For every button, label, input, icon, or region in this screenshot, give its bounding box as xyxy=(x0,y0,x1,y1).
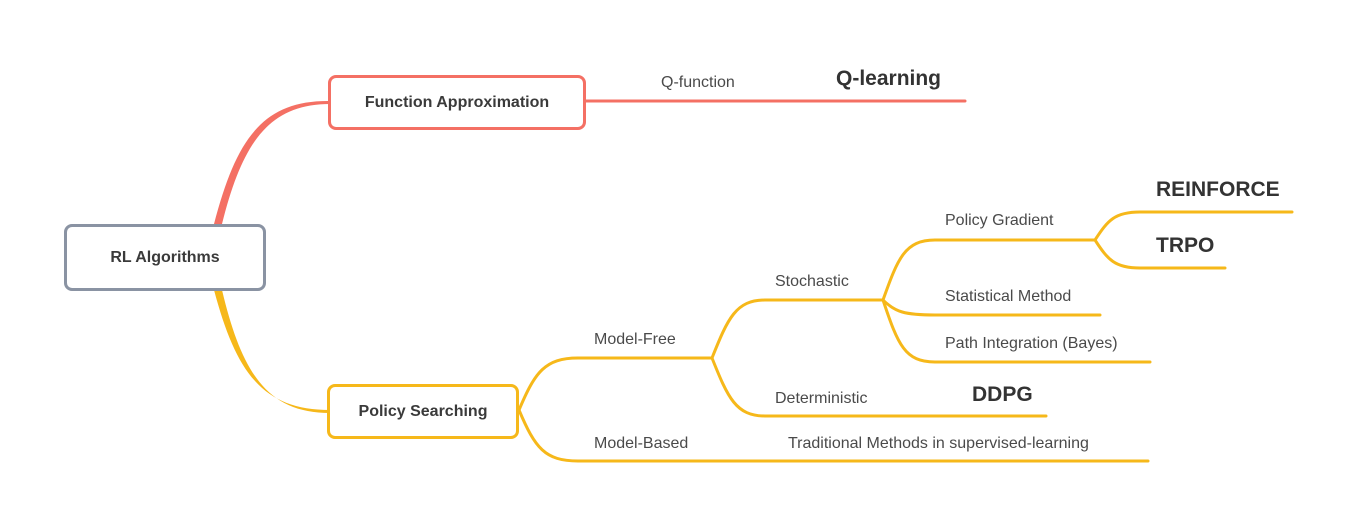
model-based-label[interactable]: Model-Based xyxy=(594,435,689,452)
policy-searching-node[interactable]: Policy Searching xyxy=(327,384,519,439)
connector-policy-gradient xyxy=(881,238,1097,302)
policy-searching-label: Policy Searching xyxy=(358,402,488,420)
root-node-label: RL Algorithms xyxy=(110,248,220,266)
q-learning-leaf[interactable]: Q-learning xyxy=(836,67,942,90)
trpo-leaf[interactable]: TRPO xyxy=(1156,234,1215,257)
connector-reinforce xyxy=(1093,210,1294,242)
model-free-label[interactable]: Model-Free xyxy=(594,331,676,348)
deterministic-label[interactable]: Deterministic xyxy=(775,390,868,407)
function-approximation-label: Function Approximation xyxy=(364,93,550,111)
q-function-label[interactable]: Q-function xyxy=(661,74,735,91)
traditional-methods-label[interactable]: Traditional Methods in supervised-learni… xyxy=(788,435,1089,452)
connector-model-free xyxy=(517,356,714,412)
policy-gradient-label[interactable]: Policy Gradient xyxy=(945,212,1054,229)
statistical-method-label[interactable]: Statistical Method xyxy=(945,288,1072,305)
root-node[interactable]: RL Algorithms xyxy=(64,224,266,291)
stochastic-label[interactable]: Stochastic xyxy=(775,273,849,290)
connector-path-integration xyxy=(881,298,1152,364)
connector-root-policy-searching xyxy=(214,290,330,413)
connector-model-based xyxy=(517,408,1150,463)
reinforce-leaf[interactable]: REINFORCE xyxy=(1156,178,1280,201)
connector-trpo xyxy=(1093,238,1227,270)
connector-deterministic xyxy=(710,356,1048,418)
ddpg-leaf[interactable]: DDPG xyxy=(972,383,1033,406)
connector-root-function-approximation xyxy=(214,100,330,224)
function-approximation-node[interactable]: Function Approximation xyxy=(328,75,586,130)
connector-stochastic xyxy=(710,298,885,360)
path-integration-label[interactable]: Path Integration (Bayes) xyxy=(945,335,1118,352)
connector-statistical-method xyxy=(881,298,1102,317)
